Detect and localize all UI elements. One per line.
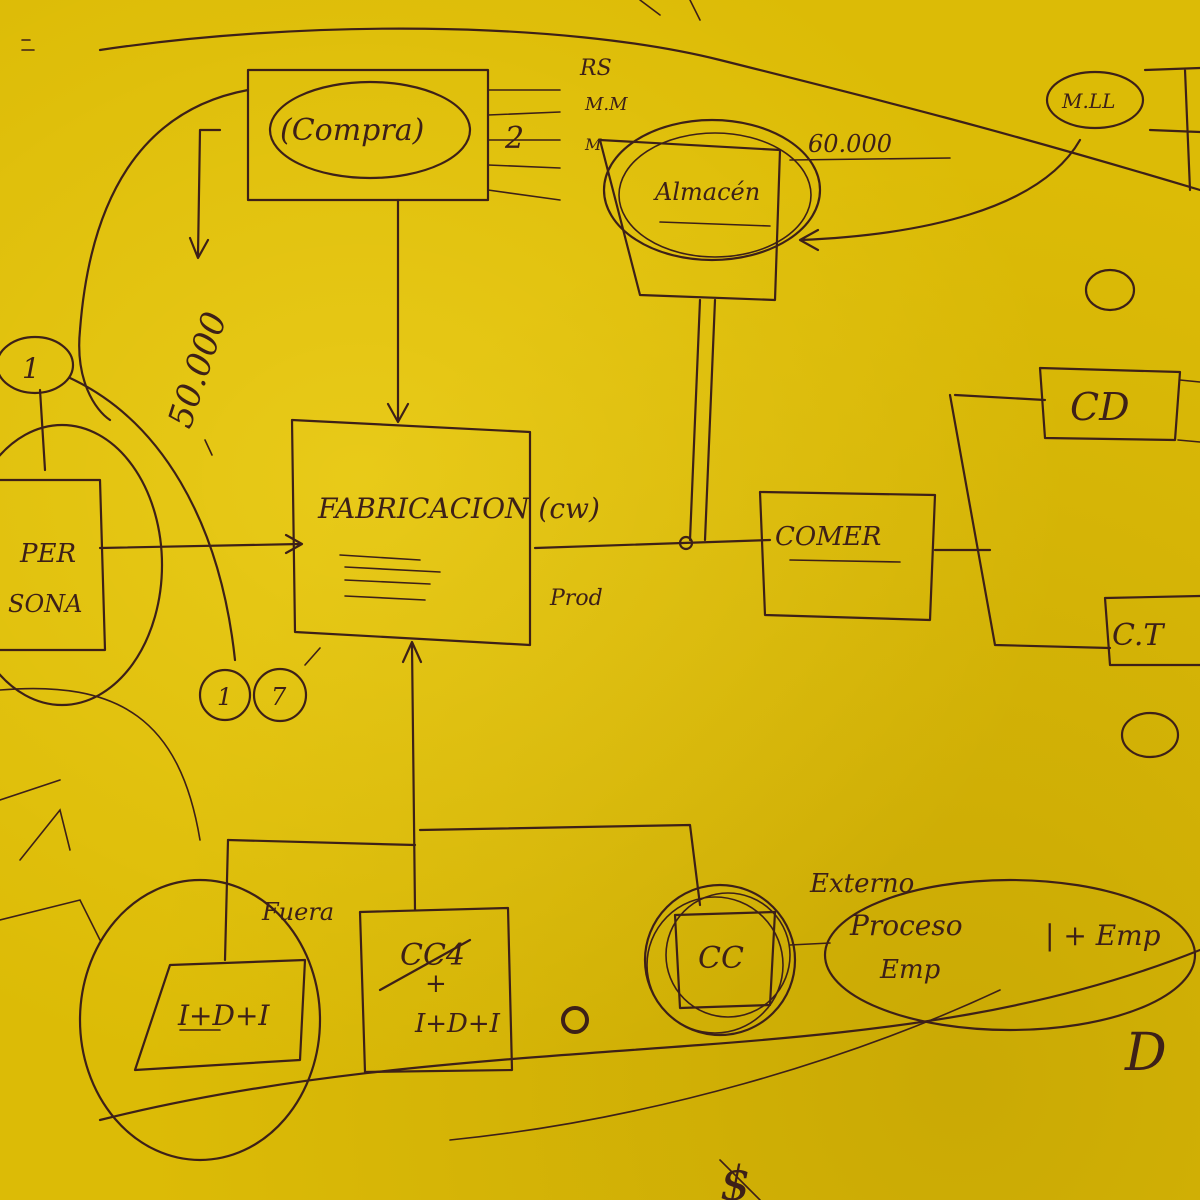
circle-1-small-label: 1 (217, 683, 232, 711)
almacen-label: Almacén (653, 178, 760, 206)
personas-box (0, 478, 107, 652)
personas-curve-down (68, 376, 237, 662)
proceso-label-2: Emp (879, 955, 941, 985)
almacen-oval-2 (618, 132, 812, 258)
scribble-knot (561, 1006, 589, 1034)
compra-left-loop (78, 88, 250, 422)
fabricacion-box (290, 418, 532, 647)
scribble-oval-right-low (1120, 711, 1180, 759)
cc-circle-3 (665, 892, 791, 1018)
cc-label: CC (698, 941, 744, 976)
compra-label: (Compra) (280, 113, 424, 148)
ct-box (1103, 594, 1200, 667)
scribble-oval-right (1084, 268, 1136, 312)
cc-circle-1 (643, 883, 797, 1037)
compra-side-marks (487, 89, 561, 201)
cc4-strike (378, 938, 472, 992)
value-50000-tick (204, 439, 213, 456)
compra-down-arrow (188, 128, 222, 260)
compra-box (246, 68, 490, 202)
prod-label: Prod (549, 586, 603, 611)
proceso-oval (823, 878, 1197, 1032)
almacen-oval (602, 118, 822, 262)
fabricacion-to-comer-line (533, 538, 772, 550)
mll-oval (1045, 70, 1145, 130)
idi-left-box (133, 958, 307, 1072)
compra-to-fabricacion-line (386, 198, 410, 424)
personas-label-2: SONA (8, 590, 82, 618)
mll-to-almacen-arrow (798, 138, 1082, 252)
idi-left-oval (78, 878, 322, 1162)
junction-dot (678, 535, 694, 551)
dollar-label: $ (720, 1156, 751, 1200)
bottom-bracket (226, 823, 702, 907)
circle-1-down-line (38, 388, 47, 472)
circle-7-small-label: 7 (271, 683, 287, 711)
cc4-plus: + (425, 969, 447, 999)
bottom-sweep-curve (98, 948, 1200, 1122)
cd-box-shadow (1177, 379, 1200, 443)
left-stray-1 (0, 687, 201, 841)
top-stroke-left (639, 0, 661, 16)
distribution-bracket (948, 393, 1112, 650)
cc-box (673, 910, 777, 1010)
mll-box-edge (1143, 66, 1200, 192)
value-60000-line (789, 157, 951, 161)
bottom-sweep-curve-2 (449, 989, 1001, 1141)
bottom-bracket-left (223, 838, 230, 962)
compra-oval (268, 80, 472, 180)
proceso-label-1: Proceso (849, 909, 963, 942)
idi-mid-label: I+D+I (414, 1009, 501, 1039)
cc4-label: CC4 (400, 938, 465, 973)
fabricacion-label: FABRICACION (cw) (317, 492, 600, 525)
dollar-stroke (719, 1159, 761, 1200)
left-stray-4 (0, 899, 101, 941)
circle-link (304, 647, 321, 666)
circle-1-small (198, 668, 252, 722)
annotation-rs: RS (579, 56, 612, 81)
comer-box (758, 490, 937, 622)
comer-label: COMER (775, 522, 881, 552)
personas-to-fabricacion-line (98, 533, 304, 555)
cc4-box (358, 906, 514, 1074)
circle-7-small (252, 667, 308, 723)
externo-label: Externo (809, 869, 914, 899)
almacen-to-comer-line (688, 298, 717, 542)
cd-box (1038, 366, 1182, 442)
almacen-underline (659, 221, 771, 227)
fabricacion-lines (339, 554, 441, 601)
ct-label: C.T (1112, 618, 1165, 653)
mll-label: M.LL (1061, 89, 1115, 113)
value-60000: 60.000 (808, 130, 892, 158)
annotation-m: M (584, 135, 602, 154)
annotation-mm: M.M (584, 94, 628, 115)
compra-number: 2 (504, 121, 524, 156)
plus-emp-label: | + Emp (1045, 919, 1161, 952)
cd-label: CD (1070, 385, 1130, 429)
value-50000: 50.000 (161, 307, 236, 433)
idi-left-label: I+D+I (177, 999, 270, 1032)
circle-1-label: 1 (22, 352, 40, 385)
left-stray-3 (19, 808, 71, 861)
almacen-box (598, 138, 782, 302)
cc-to-proceso (789, 942, 831, 946)
corner-marks (21, 39, 35, 51)
comer-underline (789, 559, 901, 563)
top-stroke-right (689, 0, 701, 21)
circle-1-oval (0, 335, 75, 395)
bottom-to-fabricacion-line (401, 640, 423, 912)
left-stray-2 (0, 779, 61, 801)
cc-circle-2 (646, 896, 784, 1034)
top-sweep-curve (98, 27, 1200, 192)
fuera-label: Fuera (261, 898, 334, 926)
personas-oval (0, 423, 164, 707)
d-label: D (1124, 1023, 1167, 1083)
personas-label-1: PER (19, 539, 76, 569)
